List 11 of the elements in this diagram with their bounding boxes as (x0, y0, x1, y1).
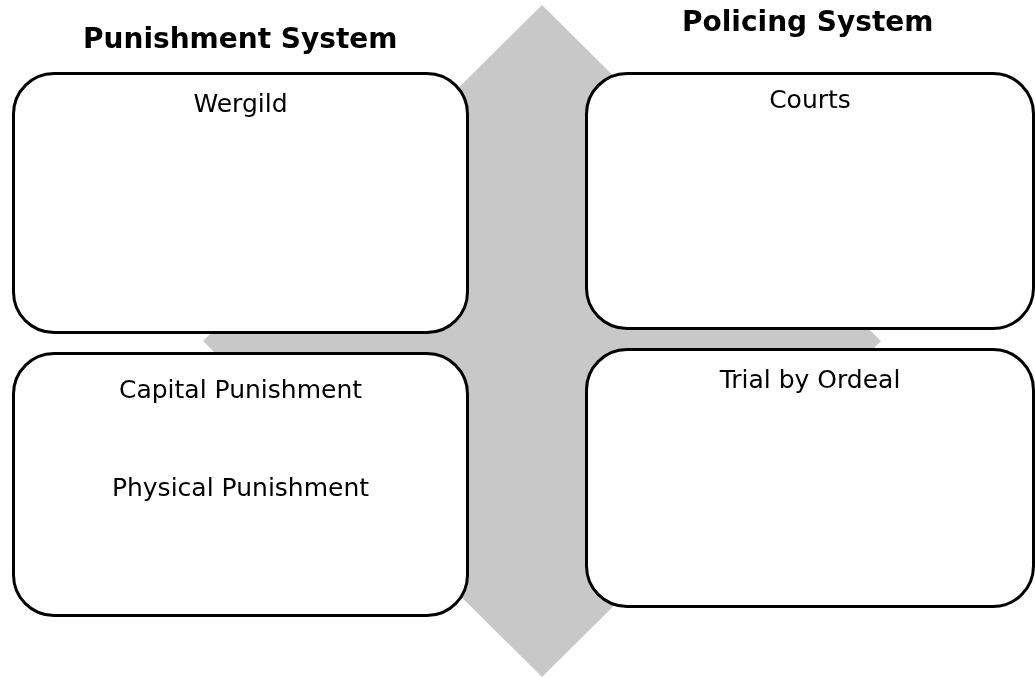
section-heading: Policing System (682, 5, 934, 38)
box-text: Courts (769, 85, 851, 114)
box-text: Wergild (193, 89, 288, 118)
box-text: Physical Punishment (111, 473, 370, 502)
section-heading: Punishment System (83, 22, 398, 55)
box-text: Trial by Ordeal (719, 365, 901, 394)
rounded-box (12, 352, 469, 617)
rounded-box (585, 348, 1035, 608)
rounded-box (12, 72, 469, 334)
box-text: Capital Punishment (118, 375, 363, 404)
rounded-box (585, 72, 1035, 330)
